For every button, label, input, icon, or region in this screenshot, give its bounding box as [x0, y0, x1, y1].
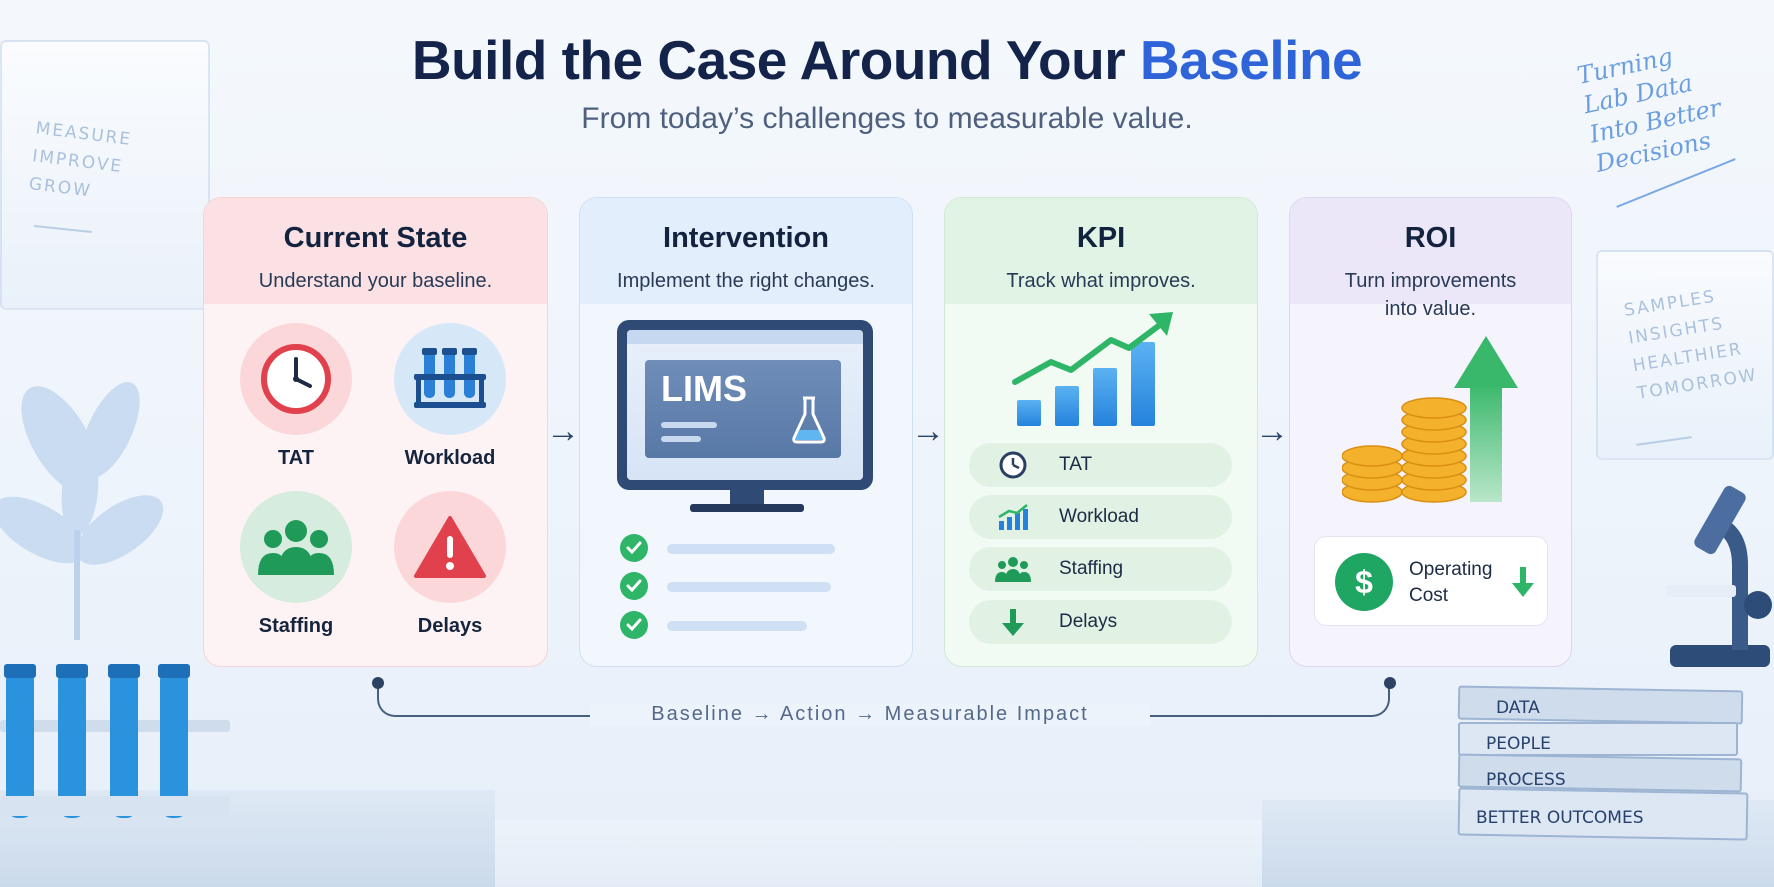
- book-label: BETTER OUTCOMES: [1476, 808, 1644, 828]
- card-kpi: KPI Track what improves. TAT Workload: [944, 197, 1258, 667]
- issue-label: Workload: [404, 447, 496, 469]
- issue-label: Staffing: [258, 615, 334, 637]
- card-header: Intervention Implement the right changes…: [580, 198, 912, 304]
- kpi-row-workload: Workload: [969, 495, 1232, 539]
- monitor-screen: LIMS: [627, 330, 863, 480]
- book-label: PEOPLE: [1486, 734, 1551, 754]
- flow-caption: Baseline → Action → Measurable Impact: [590, 703, 1150, 726]
- issue-staffing: Staffing: [231, 491, 361, 638]
- card-header: ROI Turn improvements into value.: [1290, 198, 1571, 320]
- card-roi: ROI Turn improvements into value.: [1289, 197, 1572, 667]
- title-accent: Baseline: [1139, 29, 1363, 91]
- checklist-line: [667, 544, 835, 554]
- wall-text-right: SAMPLES INSIGHTS HEALTHIER TOMORROW: [1622, 278, 1760, 408]
- issue-workload: Workload: [385, 323, 515, 470]
- arrow-down-icon: [1512, 567, 1534, 597]
- card-title: ROI: [1404, 222, 1457, 254]
- dollar-icon: $: [1335, 553, 1393, 611]
- lims-label: LIMS: [661, 368, 747, 409]
- floor: [495, 820, 1262, 887]
- checklist-line: [667, 582, 831, 592]
- kpi-label: Workload: [1059, 506, 1139, 527]
- arrow-right-icon: →: [1255, 412, 1289, 450]
- warning-icon: [394, 491, 506, 603]
- operating-cost-label: Operating Cost: [1409, 557, 1492, 609]
- check-icon: [620, 611, 648, 639]
- arrow-right-icon: →: [546, 412, 580, 450]
- kpi-row-delays: Delays: [969, 600, 1232, 644]
- card-current-state: Current State Understand your baseline. …: [203, 197, 548, 667]
- test-tubes-icon: [394, 323, 506, 435]
- page-title: Build the Case Around Your Baseline: [0, 28, 1774, 92]
- title-prefix: Build the Case Around Your: [411, 29, 1126, 91]
- card-title: KPI: [1076, 222, 1126, 254]
- card-header: KPI Track what improves.: [945, 198, 1257, 304]
- background-wall-panel: [1596, 250, 1774, 460]
- kpi-label: TAT: [1059, 454, 1093, 475]
- book-label: DATA: [1496, 698, 1540, 718]
- checklist-item: [620, 534, 880, 564]
- operating-cost-box: $ Operating Cost: [1314, 536, 1548, 626]
- microscope-icon: [1666, 485, 1772, 667]
- screen-line: [661, 422, 717, 428]
- kpi-row-tat: TAT: [969, 443, 1232, 487]
- flow-start-dot: [372, 677, 384, 689]
- card-description: Track what improves.: [1006, 270, 1196, 292]
- screen-line: [661, 436, 701, 442]
- screen-toolbar: [627, 330, 863, 344]
- checklist-item: [620, 572, 880, 602]
- issue-delays: Delays: [385, 491, 515, 638]
- plant-icon: [0, 381, 164, 640]
- lims-panel: LIMS: [645, 360, 841, 458]
- issue-label: TAT: [278, 447, 314, 469]
- background-window-frame: [0, 40, 210, 310]
- kpi-label: Staffing: [1059, 558, 1124, 579]
- check-icon: [620, 534, 648, 562]
- test-tube-rack-icon: [0, 664, 230, 818]
- arrow-right-icon: →: [911, 412, 945, 450]
- arrow-down-icon: [995, 606, 1031, 638]
- card-intervention: Intervention Implement the right changes…: [579, 197, 913, 667]
- monitor-icon: LIMS: [617, 320, 873, 490]
- check-icon: [620, 572, 648, 600]
- issue-tat: TAT: [231, 323, 361, 470]
- book-label: PROCESS: [1486, 770, 1566, 790]
- clock-icon: [240, 323, 352, 435]
- coins-growth-icon: [1342, 336, 1518, 503]
- card-description-line: Turn improvements: [1344, 270, 1517, 292]
- checklist-line: [667, 621, 807, 631]
- flask-icon: [792, 396, 826, 444]
- card-description: Implement the right changes.: [617, 270, 875, 292]
- monitor-stand: [730, 490, 764, 506]
- card-header: Current State Understand your baseline.: [204, 198, 547, 304]
- cost-label-line: Cost: [1409, 585, 1449, 606]
- checklist-item: [620, 611, 880, 641]
- flow-end-dot: [1384, 677, 1396, 689]
- page-subtitle: From today’s challenges to measurable va…: [581, 102, 1193, 135]
- kpi-label: Delays: [1059, 611, 1118, 632]
- people-icon: [240, 491, 352, 603]
- people-icon: [995, 553, 1031, 585]
- card-description: Turn improvements into value.: [1290, 267, 1571, 323]
- issue-label: Delays: [417, 615, 483, 637]
- card-title: Intervention: [663, 222, 829, 254]
- kpi-row-staffing: Staffing: [969, 547, 1232, 591]
- trend-chart-icon: [1012, 312, 1173, 426]
- cost-label-line: Operating: [1409, 559, 1493, 580]
- clock-icon: [995, 449, 1031, 481]
- monitor-base: [690, 504, 804, 512]
- card-description-line: into value.: [1384, 298, 1477, 320]
- card-description: Understand your baseline.: [258, 270, 493, 292]
- bar-chart-icon: [995, 501, 1031, 533]
- card-title: Current State: [283, 222, 468, 254]
